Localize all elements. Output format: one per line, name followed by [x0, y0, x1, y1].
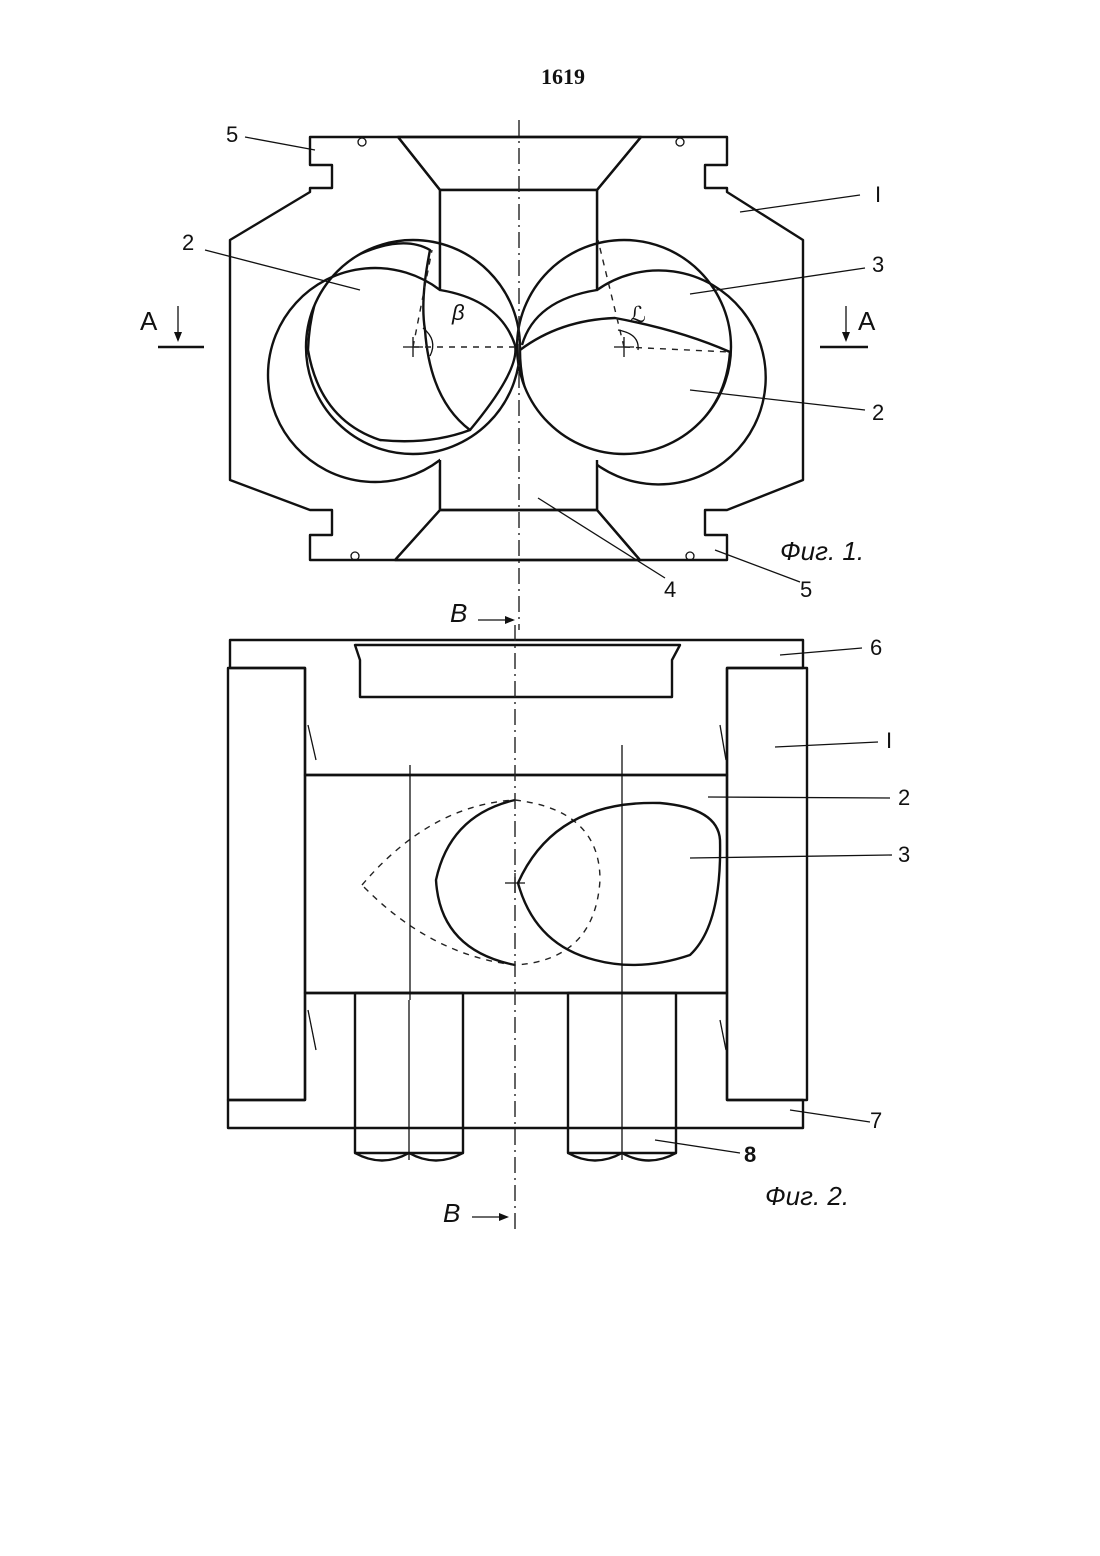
cover-recess [355, 645, 680, 697]
bottom-passage [395, 510, 640, 560]
section-marker-right: A [858, 306, 876, 336]
housing-wall-left [228, 668, 305, 1100]
label-cover-bottom: 7 [870, 1108, 882, 1133]
label-cavity-fig2: 3 [898, 842, 910, 867]
section-marker-bottom: B [443, 1198, 460, 1228]
rotor-profile-dashed [362, 800, 600, 965]
angle-alpha-label: ℒ [630, 302, 646, 327]
label-housing-fig1: I [875, 182, 881, 207]
rotor-profile-left [436, 800, 515, 965]
figure-1-caption: Фиг. 1. [780, 536, 864, 566]
angle-beta-label: β [451, 300, 465, 325]
label-rotor-fig2: 2 [898, 785, 910, 810]
label-shaft: 8 [744, 1142, 756, 1167]
label-groove-bottom: 5 [800, 577, 812, 602]
figure-1 [158, 120, 868, 630]
inner-cavity [305, 775, 727, 993]
section-marker-top: B [450, 598, 467, 628]
label-channel: 4 [664, 577, 676, 602]
rotor-profile-right [518, 803, 720, 965]
label-rotor-left: 2 [182, 230, 194, 255]
top-cover [230, 640, 803, 775]
section-marker-left: A [140, 306, 158, 336]
label-cover-top: 6 [870, 635, 882, 660]
figure-2 [228, 616, 892, 1230]
label-rotor-right: 2 [872, 400, 884, 425]
label-cavity-fig1: 3 [872, 252, 884, 277]
label-housing-fig2: I [886, 728, 892, 753]
housing-wall-right [727, 668, 807, 1100]
figure-2-caption: Фиг. 2. [765, 1181, 849, 1211]
label-groove-top: 5 [226, 122, 238, 147]
